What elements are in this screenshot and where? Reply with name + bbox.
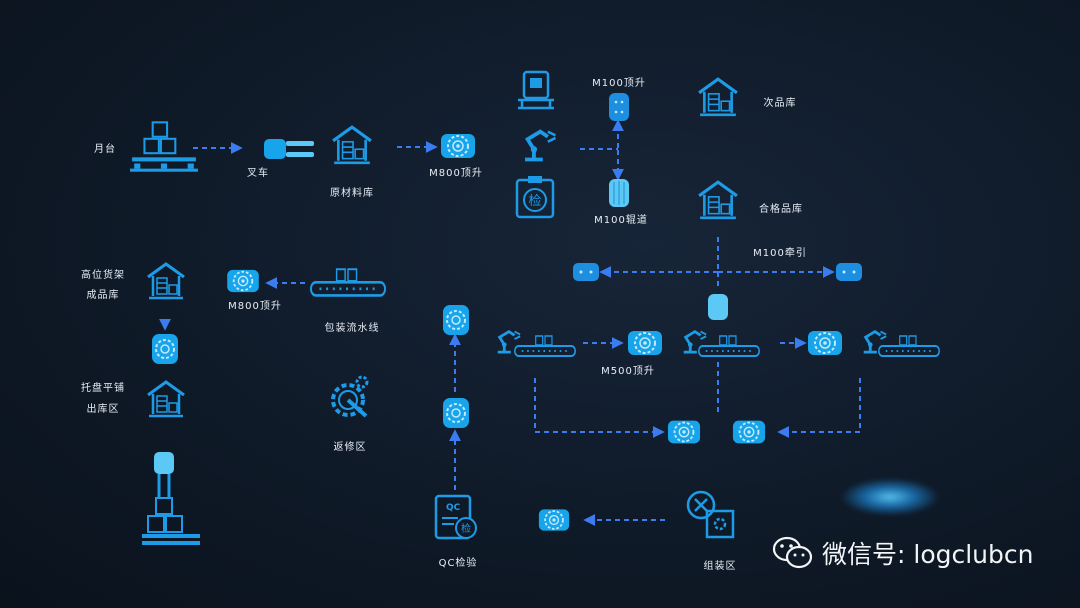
inspect-glyph: 检: [528, 194, 541, 209]
repair-gear-icon: [331, 375, 369, 418]
conveyor-icon: [698, 332, 760, 358]
finished-warehouse-icon: [146, 262, 186, 300]
label-repair-area: 返修区: [333, 442, 367, 453]
watermark-text: 微信号: logclubcn: [822, 540, 1034, 569]
label-platform: 月台: [94, 144, 116, 155]
pallet-platform-icon: [128, 120, 200, 172]
roller-icon: [538, 507, 570, 533]
m100-cylinder-icon: [708, 294, 728, 320]
label-finished-warehouse: 成品库: [86, 290, 120, 301]
conveyor-icon: [514, 332, 576, 358]
qc-badge: QC: [446, 503, 461, 513]
label-m800-lift: M800顶升: [429, 168, 483, 179]
defect-warehouse-icon: [697, 77, 739, 117]
roller-icon: [442, 304, 470, 336]
assembly-icon: [686, 490, 735, 539]
wechat-watermark: 微信号: logclubcn: [772, 535, 1033, 571]
m100-roller-icon: [609, 179, 629, 207]
label-forklift: 叉车: [247, 168, 269, 179]
roller-icon: [732, 418, 766, 446]
m100-traction-right-icon: [836, 263, 862, 281]
roller-icon: [807, 329, 843, 357]
conveyor-icon: [878, 332, 940, 358]
label-defect-warehouse: 次品库: [763, 98, 797, 109]
label-raw-warehouse: 原材料库: [330, 188, 374, 199]
glow-decoration: [840, 478, 940, 516]
label-m800-lift-left: M800顶升: [228, 301, 282, 312]
m800-roller-icon: [440, 132, 476, 160]
label-m100-lift: M100顶升: [592, 78, 646, 89]
roller-icon: [151, 333, 179, 365]
label-packing-line: 包装流水线: [324, 323, 380, 334]
m100-traction-left-icon: [573, 263, 599, 281]
label-qualified-warehouse: 合格品库: [759, 204, 803, 215]
forklift-icon: [264, 139, 314, 159]
robot-arm-icon: [516, 124, 562, 162]
m100-lift-icon: [609, 93, 629, 121]
label-pallet-flat: 托盘平铺: [81, 383, 125, 394]
label-high-shelf: 高位货架: [81, 270, 125, 281]
packing-line-icon: [310, 264, 386, 298]
qc-inspection-icon: QC检: [434, 494, 477, 540]
inspection-clipboard-icon: 检: [515, 176, 555, 219]
label-m100-roller: M100辊道: [594, 215, 648, 226]
label-m500-lift: M500顶升: [601, 366, 655, 377]
label-outbound-area: 出库区: [86, 404, 120, 415]
m800-roller-left-icon: [226, 268, 260, 294]
wechat-icon: [772, 536, 813, 569]
label-qc: QC检验: [438, 558, 478, 569]
label-m100-traction: M100牵引: [753, 248, 807, 259]
raw-warehouse-icon: [331, 125, 373, 165]
m500-roller-icon: [627, 329, 663, 357]
label-assembly: 组装区: [703, 561, 737, 572]
roller-icon: [442, 397, 470, 429]
machine-icon: [518, 70, 554, 110]
qualified-warehouse-icon: [697, 180, 739, 220]
inspect-glyph: 检: [461, 522, 471, 535]
roller-icon: [667, 418, 701, 446]
stacker-crane-icon: [142, 452, 200, 545]
outbound-warehouse-icon: [146, 380, 186, 418]
